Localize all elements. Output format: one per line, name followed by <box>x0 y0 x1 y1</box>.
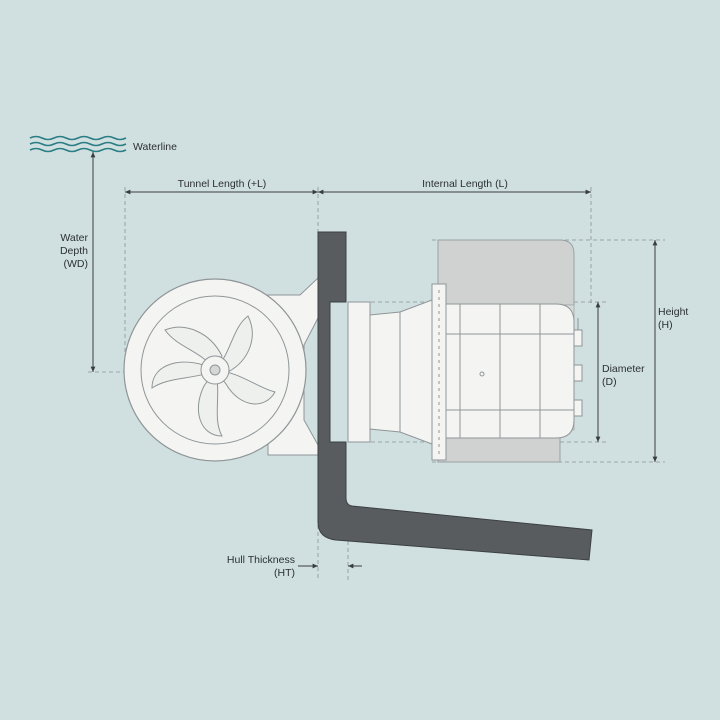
terminal-connectors <box>573 318 583 417</box>
coupling-flange <box>347 299 433 445</box>
tunnel-length-dimension: Tunnel Length (+L) <box>125 178 318 195</box>
wave-lines-icon <box>29 135 127 153</box>
height-dimension: Height (H) <box>652 240 688 462</box>
water-depth-dimension: Water Depth (WD) <box>60 152 96 372</box>
internal-length-label: Internal Length (L) <box>422 178 508 190</box>
height-label-1: Height <box>658 306 688 318</box>
diameter-label-1: Diameter <box>602 363 645 375</box>
water-depth-label-1: Water <box>60 232 88 244</box>
diameter-dimension: Diameter (D) <box>595 302 645 442</box>
water-depth-label-3: (WD) <box>64 258 89 270</box>
hull-thickness-dimension: Hull Thickness (HT) <box>227 554 362 579</box>
height-label-2: (H) <box>658 319 673 331</box>
motor-body <box>445 303 575 439</box>
hull-thickness-label-2: (HT) <box>274 567 295 579</box>
tunnel-length-label: Tunnel Length (+L) <box>178 178 267 190</box>
motor-mount-plate <box>431 283 447 461</box>
water-depth-label-2: Depth <box>60 245 88 257</box>
hull-thickness-label-1: Hull Thickness <box>227 554 295 566</box>
propeller-icon <box>151 315 276 437</box>
waterline-label: Waterline <box>133 141 177 153</box>
diameter-label-2: (D) <box>602 376 617 388</box>
internal-length-dimension: Internal Length (L) <box>318 178 591 195</box>
hull-section <box>317 231 593 561</box>
